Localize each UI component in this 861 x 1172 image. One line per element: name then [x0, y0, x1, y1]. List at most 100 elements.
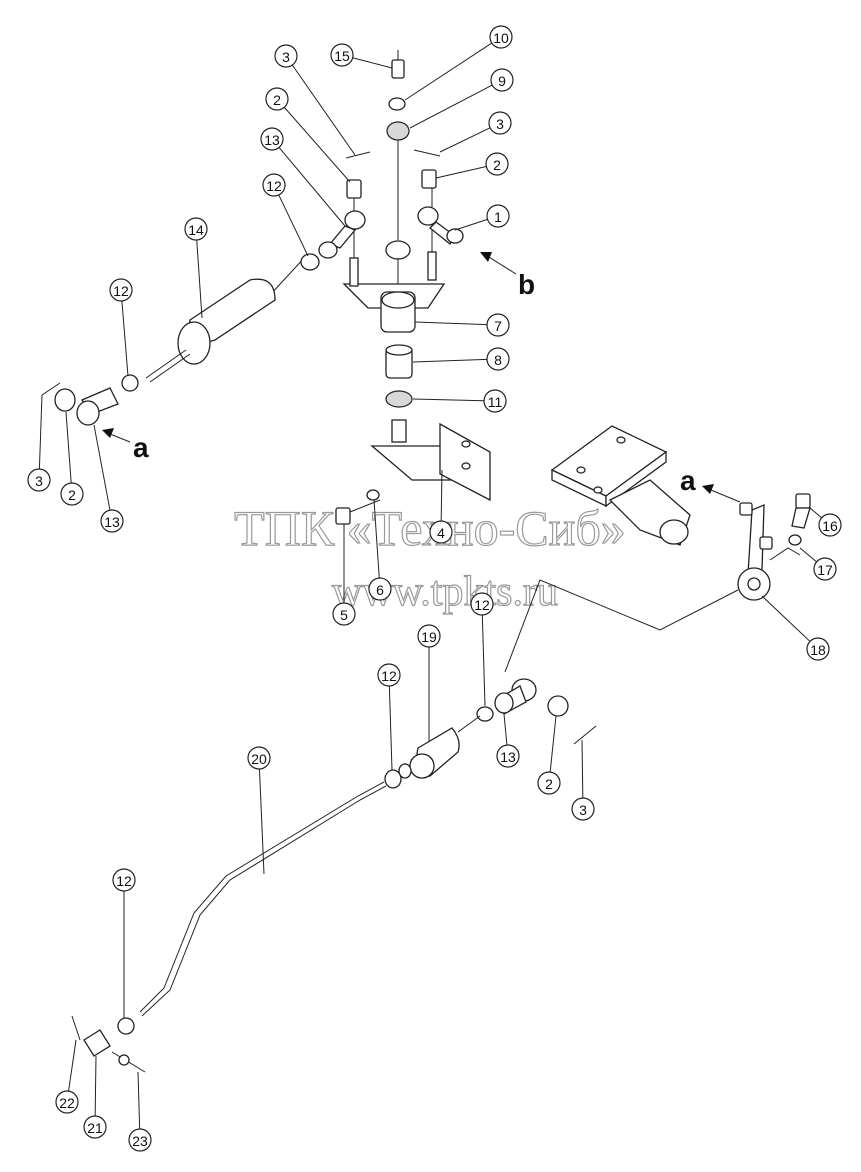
- callout-number: 13: [104, 514, 120, 530]
- callout-leader: [278, 147, 346, 227]
- callout-leader: [761, 595, 811, 642]
- callout-leader: [412, 358, 488, 363]
- callout-leader: [439, 127, 491, 153]
- callout-number: 13: [500, 749, 516, 765]
- callout-leader: [196, 239, 203, 319]
- callout-c9: 9: [409, 68, 514, 129]
- callout-circle: [488, 111, 512, 135]
- callout-number: 3: [35, 473, 43, 489]
- callout-number: 12: [266, 178, 282, 194]
- callouts: 1510933221312114127811321345616171812191…: [27, 25, 842, 1152]
- callout-leader: [409, 84, 493, 129]
- callout-circle: [818, 513, 842, 537]
- callout-circle: [470, 592, 494, 616]
- callout-leader: [283, 106, 351, 183]
- lower-linkage: [71, 678, 597, 1073]
- callout-c21: 21: [83, 1055, 107, 1139]
- callout-c13b: 13: [93, 424, 124, 533]
- callout-leader: [404, 42, 493, 101]
- callout-leader: [440, 469, 443, 522]
- callout-circle: [417, 624, 441, 648]
- callout-leader: [137, 1071, 141, 1130]
- callout-circle: [112, 868, 136, 892]
- callout-c3d: 3: [571, 739, 595, 821]
- callout-circle: [486, 347, 510, 371]
- callout-c12e: 12: [112, 868, 136, 1018]
- callout-number: 7: [494, 318, 502, 334]
- callout-number: 12: [116, 873, 132, 889]
- callout-circle: [377, 663, 401, 687]
- callout-number: 10: [493, 30, 509, 46]
- callout-c19: 19: [417, 624, 441, 742]
- callout-leader: [481, 614, 486, 707]
- callout-leader: [581, 739, 584, 799]
- view-markers: a b a: [102, 252, 741, 503]
- left-rod-assembly: [41, 241, 338, 426]
- callout-c23: 23: [128, 1071, 152, 1152]
- callout-circle: [332, 602, 356, 626]
- callout-circle: [485, 152, 509, 176]
- callout-number: 12: [474, 597, 490, 613]
- callout-leader: [352, 57, 393, 69]
- callout-number: 2: [493, 157, 501, 173]
- callout-number: 8: [494, 352, 502, 368]
- callout-number: 20: [251, 751, 267, 767]
- callout-c16: 16: [809, 507, 842, 537]
- callout-number: 17: [817, 562, 833, 578]
- callout-circle: [100, 509, 124, 533]
- pedal-support: [504, 425, 811, 673]
- callout-number: 12: [113, 283, 129, 299]
- callout-number: 11: [488, 394, 503, 410]
- callout-leader: [65, 411, 72, 484]
- callout-circle: [83, 1115, 107, 1139]
- callout-circle: [483, 389, 507, 413]
- callout-c3b: 3: [439, 111, 512, 153]
- callout-leader: [373, 499, 380, 579]
- callout-number: 5: [340, 607, 348, 623]
- callout-leader: [121, 300, 129, 377]
- callout-number: 9: [498, 73, 506, 89]
- callout-circle: [60, 482, 84, 506]
- callout-number: 1: [494, 209, 502, 225]
- callout-circle: [265, 87, 289, 111]
- callout-circle: [109, 278, 133, 302]
- callout-leader: [68, 1039, 77, 1092]
- callout-circle: [496, 744, 520, 768]
- callout-c14: 14: [184, 217, 208, 319]
- callout-circle: [128, 1128, 152, 1152]
- callout-number: 3: [282, 49, 290, 65]
- callout-circle: [486, 313, 510, 337]
- callout-leader: [291, 64, 356, 156]
- callout-leader: [809, 507, 822, 519]
- callout-c18: 18: [761, 595, 830, 661]
- callout-number: 22: [59, 1095, 75, 1111]
- callout-c2d: 2: [537, 715, 561, 795]
- callout-leader: [412, 398, 485, 402]
- callout-circle: [330, 43, 354, 67]
- callout-circle: [537, 771, 561, 795]
- callout-c13a: 13: [260, 127, 346, 227]
- callout-c12d: 12: [377, 663, 401, 771]
- callout-number: 6: [376, 582, 384, 598]
- callout-c10: 10: [404, 25, 513, 101]
- callout-circle: [813, 557, 837, 581]
- callout-leader: [454, 218, 488, 231]
- upper-stack: [328, 50, 491, 525]
- callout-number: 4: [437, 525, 445, 541]
- callout-leader: [503, 713, 508, 746]
- callout-leader: [38, 394, 43, 470]
- callout-leader: [388, 685, 393, 771]
- watermark-company: ТПК «Техно-Сиб»: [234, 500, 626, 556]
- callout-c12c: 12: [470, 592, 494, 707]
- callout-leader: [414, 321, 488, 326]
- callout-leader: [278, 194, 309, 257]
- callout-c17: 17: [799, 547, 837, 581]
- view-marker-a-left: a: [133, 432, 149, 463]
- callout-circle: [260, 127, 284, 151]
- callout-leader: [93, 424, 111, 511]
- watermark-url: www.tpkts.ru: [332, 569, 558, 615]
- callout-circle: [806, 637, 830, 661]
- callout-c3a: 3: [274, 44, 356, 156]
- callout-circle: [27, 468, 51, 492]
